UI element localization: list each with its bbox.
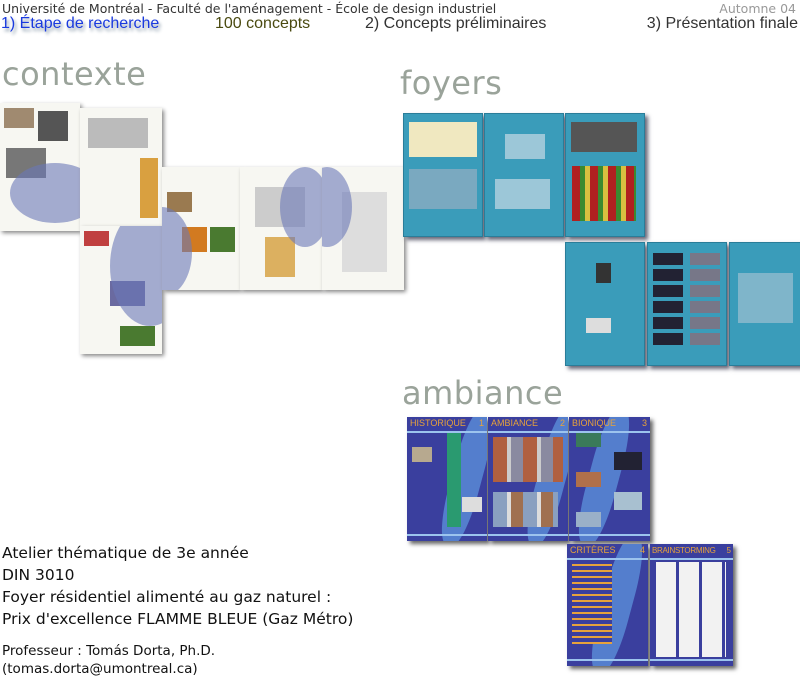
section-title-foyers: foyers xyxy=(400,64,503,102)
panel-title: BIONIQUE xyxy=(572,418,617,428)
foyers-panel xyxy=(484,113,564,237)
section-title-contexte: contexte xyxy=(2,55,147,93)
panel-title: AMBIANCE xyxy=(491,418,539,428)
season-label: Automne 04 xyxy=(719,1,796,16)
foyers-panel xyxy=(647,242,727,366)
nav-100-concepts[interactable]: 100 concepts xyxy=(215,15,311,32)
ambiance-panel-bionique: BIONIQUE 3 xyxy=(569,417,650,541)
panel-number: 1 xyxy=(478,418,484,428)
panel-number: 5 xyxy=(726,546,731,555)
panel-title: BRAINSTORMING xyxy=(652,546,716,555)
contexte-page xyxy=(80,226,162,354)
project-title: Foyer résidentiel alimenté au gaz nature… xyxy=(2,588,332,606)
award-title: Prix d'excellence FLAMME BLEUE (Gaz Métr… xyxy=(2,610,354,628)
contexte-page xyxy=(80,108,162,226)
contexte-page xyxy=(240,167,322,290)
contexte-page xyxy=(322,167,404,290)
professor-name: Professeur : Tomás Dorta, Ph.D. xyxy=(2,643,216,659)
ambiance-panel-brainstorming: BRAINSTORMING 5 xyxy=(650,544,733,666)
institution-header: Université de Montréal - Faculté de l'am… xyxy=(2,1,497,16)
ambiance-panel-ambiance: AMBIANCE 2 xyxy=(488,417,568,541)
nav-research-stage[interactable]: 1) Étape de recherche xyxy=(1,15,160,32)
panel-number: 4 xyxy=(639,545,645,555)
contexte-page xyxy=(0,103,80,231)
panel-title: HISTORIQUE xyxy=(410,418,466,428)
course-level: Atelier thématique de 3e année xyxy=(2,544,249,562)
foyers-panel xyxy=(729,242,800,366)
panel-title: CRITÈRES xyxy=(570,545,616,555)
ambiance-panel-criteres: CRITÈRES 4 xyxy=(567,544,648,666)
foyers-panel xyxy=(403,113,483,237)
panel-number: 2 xyxy=(559,418,565,428)
nav-preliminary-concepts[interactable]: 2) Concepts préliminaires xyxy=(365,15,547,32)
panel-number: 3 xyxy=(641,418,647,428)
nav-final-presentation[interactable]: 3) Présentation finale xyxy=(646,15,798,32)
course-code: DIN 3010 xyxy=(2,566,75,584)
ambiance-panel-historique: HISTORIQUE 1 xyxy=(407,417,487,541)
professor-email[interactable]: (tomas.dorta@umontreal.ca) xyxy=(2,661,198,677)
section-title-ambiance: ambiance xyxy=(402,374,564,412)
foyers-panel xyxy=(565,242,645,366)
foyers-panel xyxy=(565,113,645,237)
contexte-page xyxy=(162,167,240,290)
